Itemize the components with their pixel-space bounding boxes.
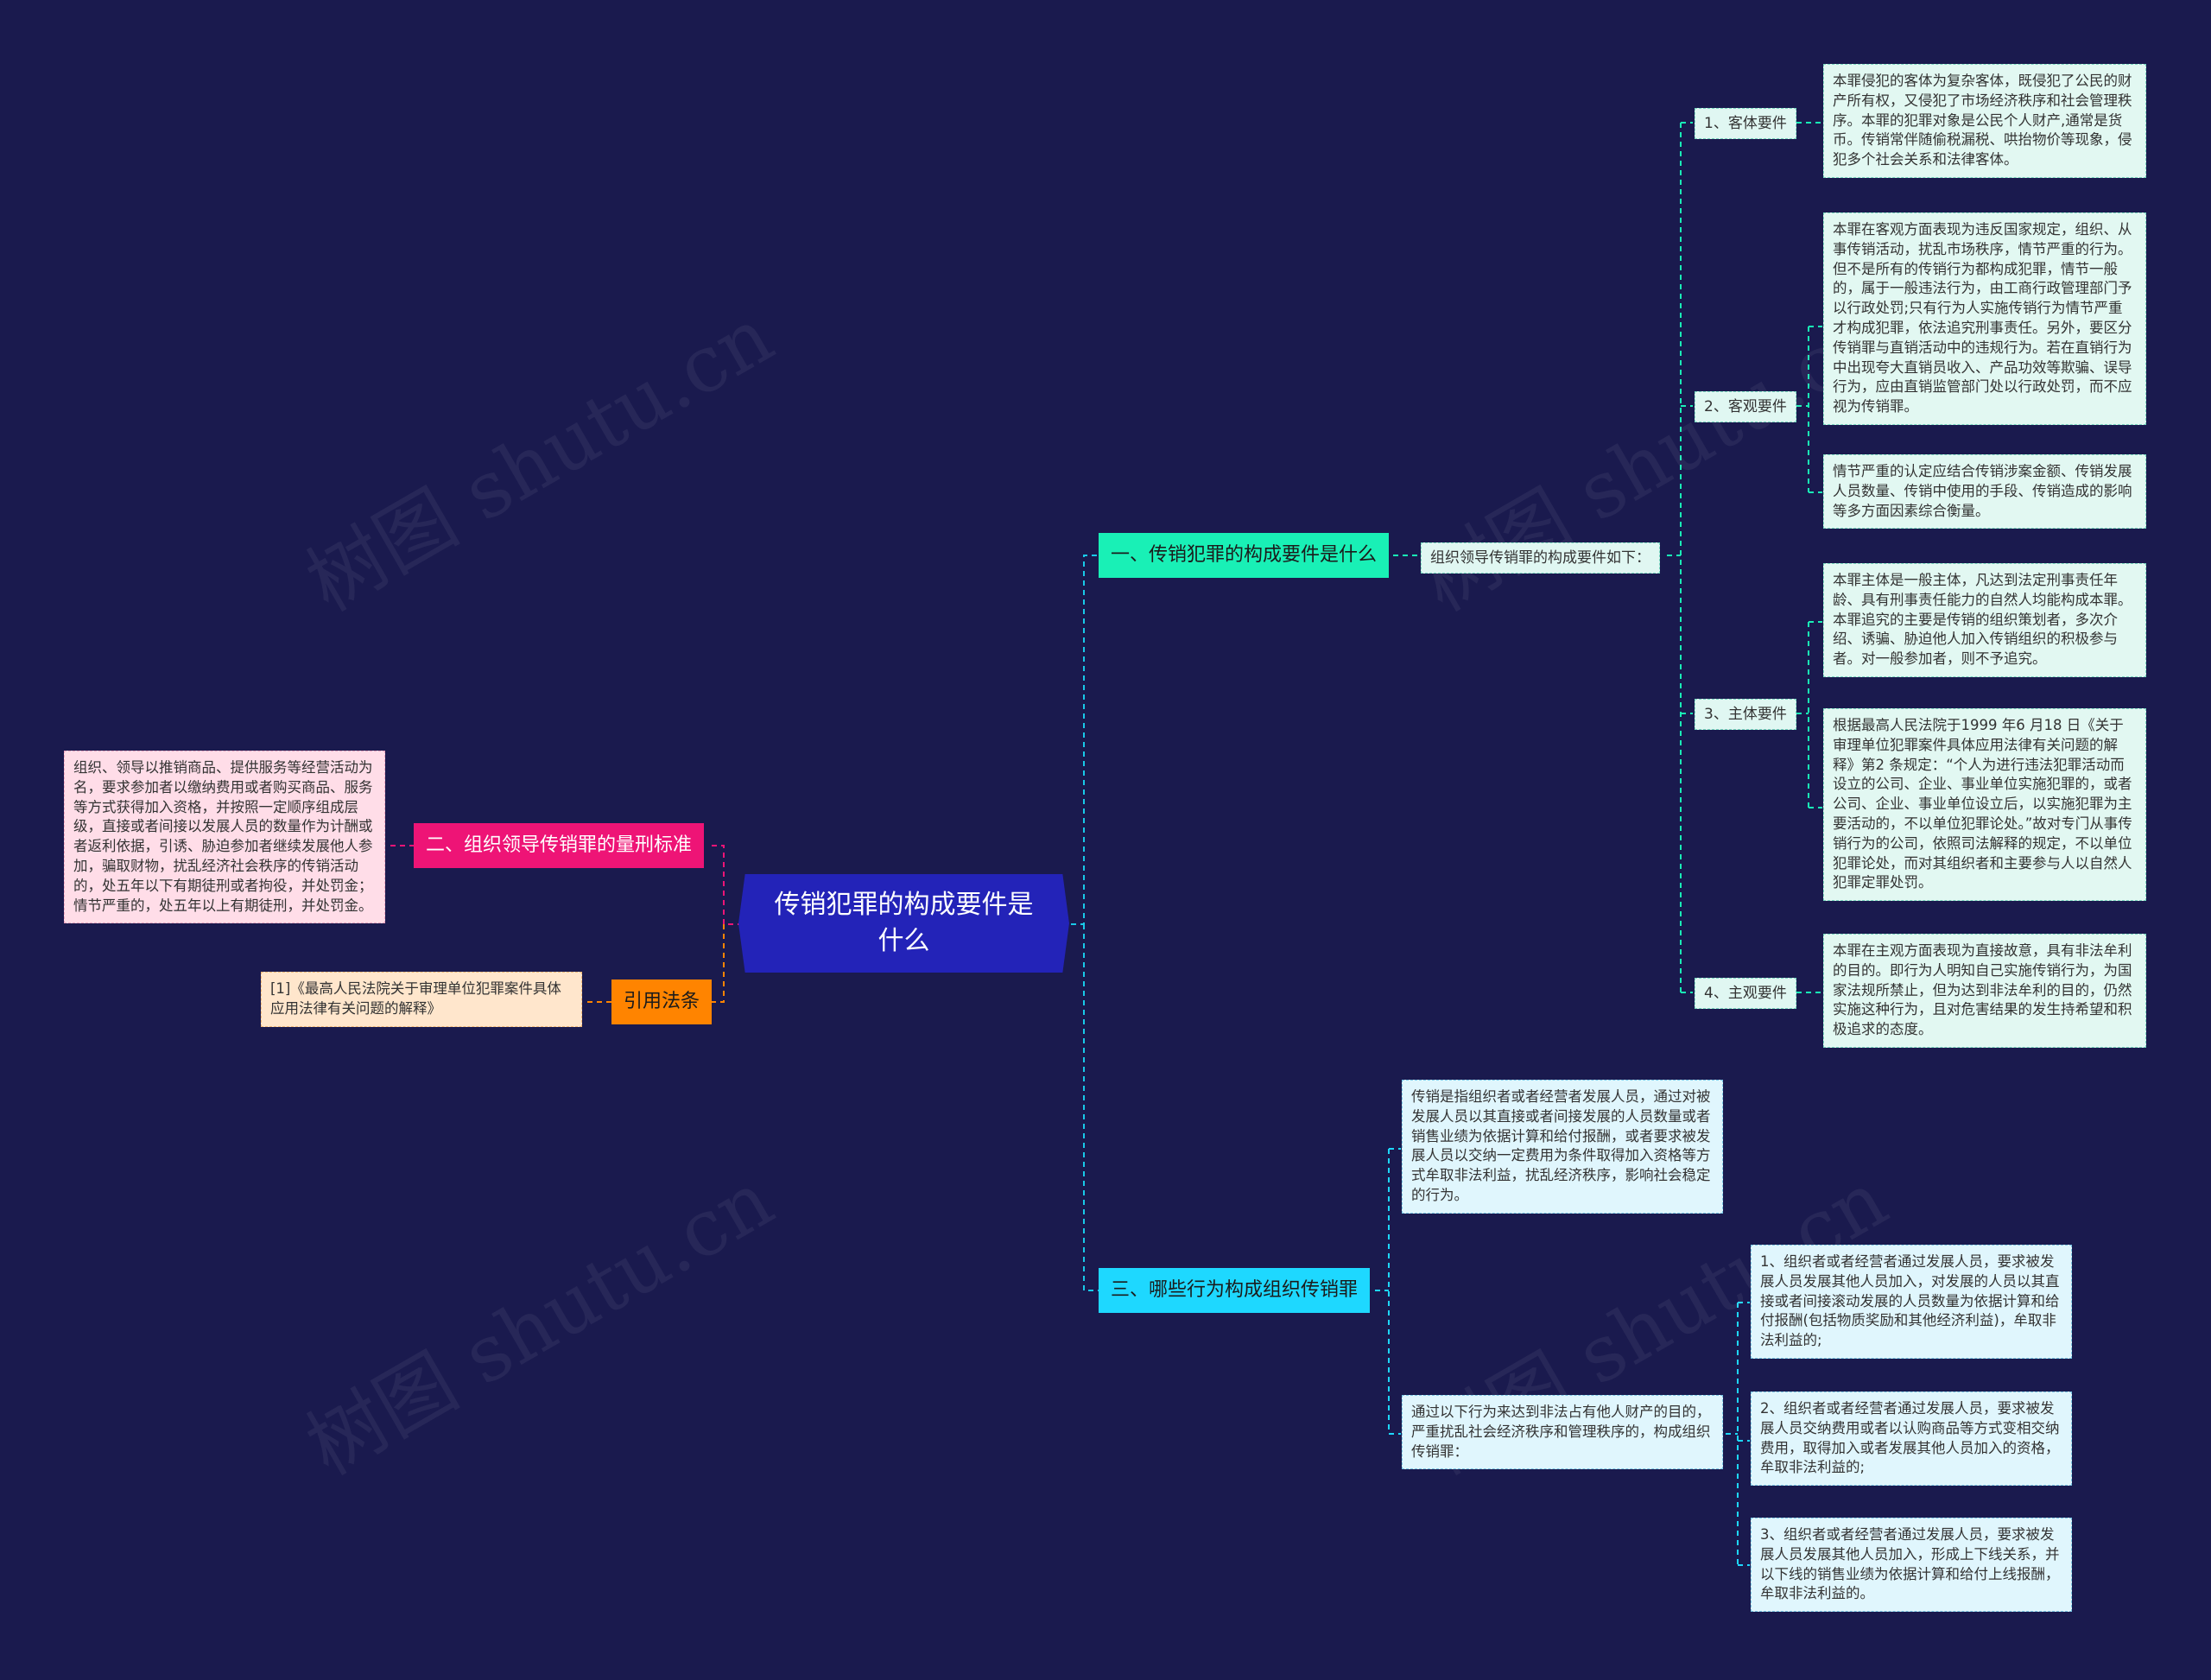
label-subjective-element[interactable]: 4、主观要件 — [1695, 978, 1796, 1009]
label-objective-element[interactable]: 2、客观要件 — [1695, 391, 1796, 422]
text-object-element: 本罪侵犯的客体为复杂客体，既侵犯了公民的财产所有权，又侵犯了市场经济秩序和社会管… — [1823, 64, 2146, 178]
link-label3-texts — [1796, 621, 1822, 808]
link-root-branch4 — [708, 924, 725, 1003]
link-intro-labels — [1667, 122, 1693, 993]
text-conditions: 通过以下行为来达到非法占有他人财产的目的，严重扰乱社会经济秩序和管理秩序的，构成… — [1402, 1395, 1723, 1470]
link-branch3-children — [1375, 1148, 1401, 1435]
link-root-branch1 — [1071, 555, 1099, 925]
text-serious-circumstances: 情节严重的认定应结合传销涉案金额、传销发展人员数量、传销中使用的手段、传销造成的… — [1823, 454, 2146, 529]
text-mlm-definition: 传销是指组织者或者经营者发展人员，通过对被发展人员以其直接或者间接发展的人员数量… — [1402, 1080, 1723, 1214]
text-cited-law: [1]《最高人民法院关于审理单位犯罪案件具体应用法律有关问题的解释》 — [261, 972, 582, 1027]
root-topic[interactable]: 传销犯罪的构成要件是什么 — [738, 874, 1069, 973]
text-objective-element: 本罪在客观方面表现为违反国家规定，组织、从事传销活动，扰乱市场秩序，情节严重的行… — [1823, 212, 2146, 425]
link-root-branch3 — [1083, 924, 1099, 1291]
link-root-branch2 — [708, 845, 743, 925]
label-object-element[interactable]: 1、客体要件 — [1695, 108, 1796, 139]
branch-behaviors[interactable]: 三、哪些行为构成组织传销罪 — [1099, 1268, 1371, 1313]
text-sentencing: 组织、领导以推销商品、提供服务等经营活动为名，要求参加者以缴纳费用或者购买商品、… — [64, 751, 385, 924]
text-subject-element: 本罪主体是一般主体，凡达到法定刑事责任年龄、具有刑事责任能力的自然人均能构成本罪… — [1823, 563, 2146, 677]
text-subjective-element: 本罪在主观方面表现为直接故意，具有非法牟利的目的。即行为人明知自己实施传销行为，… — [1823, 934, 2146, 1048]
link-label2-texts — [1796, 326, 1822, 493]
branch-sentencing[interactable]: 二、组织领导传销罪的量刑标准 — [414, 823, 705, 868]
link-condition-acts — [1726, 1302, 1750, 1566]
branch-components[interactable]: 一、传销犯罪的构成要件是什么 — [1099, 533, 1390, 578]
label-subject-element[interactable]: 3、主体要件 — [1695, 699, 1796, 730]
text-act-1: 1、组织者或者经营者通过发展人员，要求被发展人员发展其他人员加入，对发展的人员以… — [1751, 1245, 2072, 1359]
text-judicial-interpretation: 根据最高人民法院于1999 年6 月18 日《关于审理单位犯罪案件具体应用法律有… — [1823, 708, 2146, 902]
text-act-3: 3、组织者或者经营者通过发展人员，要求被发展人员发展其他人员加入，形成上下线关系… — [1751, 1518, 2072, 1613]
branch-cited-law[interactable]: 引用法条 — [611, 979, 713, 1024]
text-act-2: 2、组织者或者经营者通过发展人员，要求被发展人员交纳费用或者以认购商品等方式变相… — [1751, 1392, 2072, 1487]
components-intro[interactable]: 组织领导传销罪的构成要件如下： — [1421, 542, 1660, 574]
